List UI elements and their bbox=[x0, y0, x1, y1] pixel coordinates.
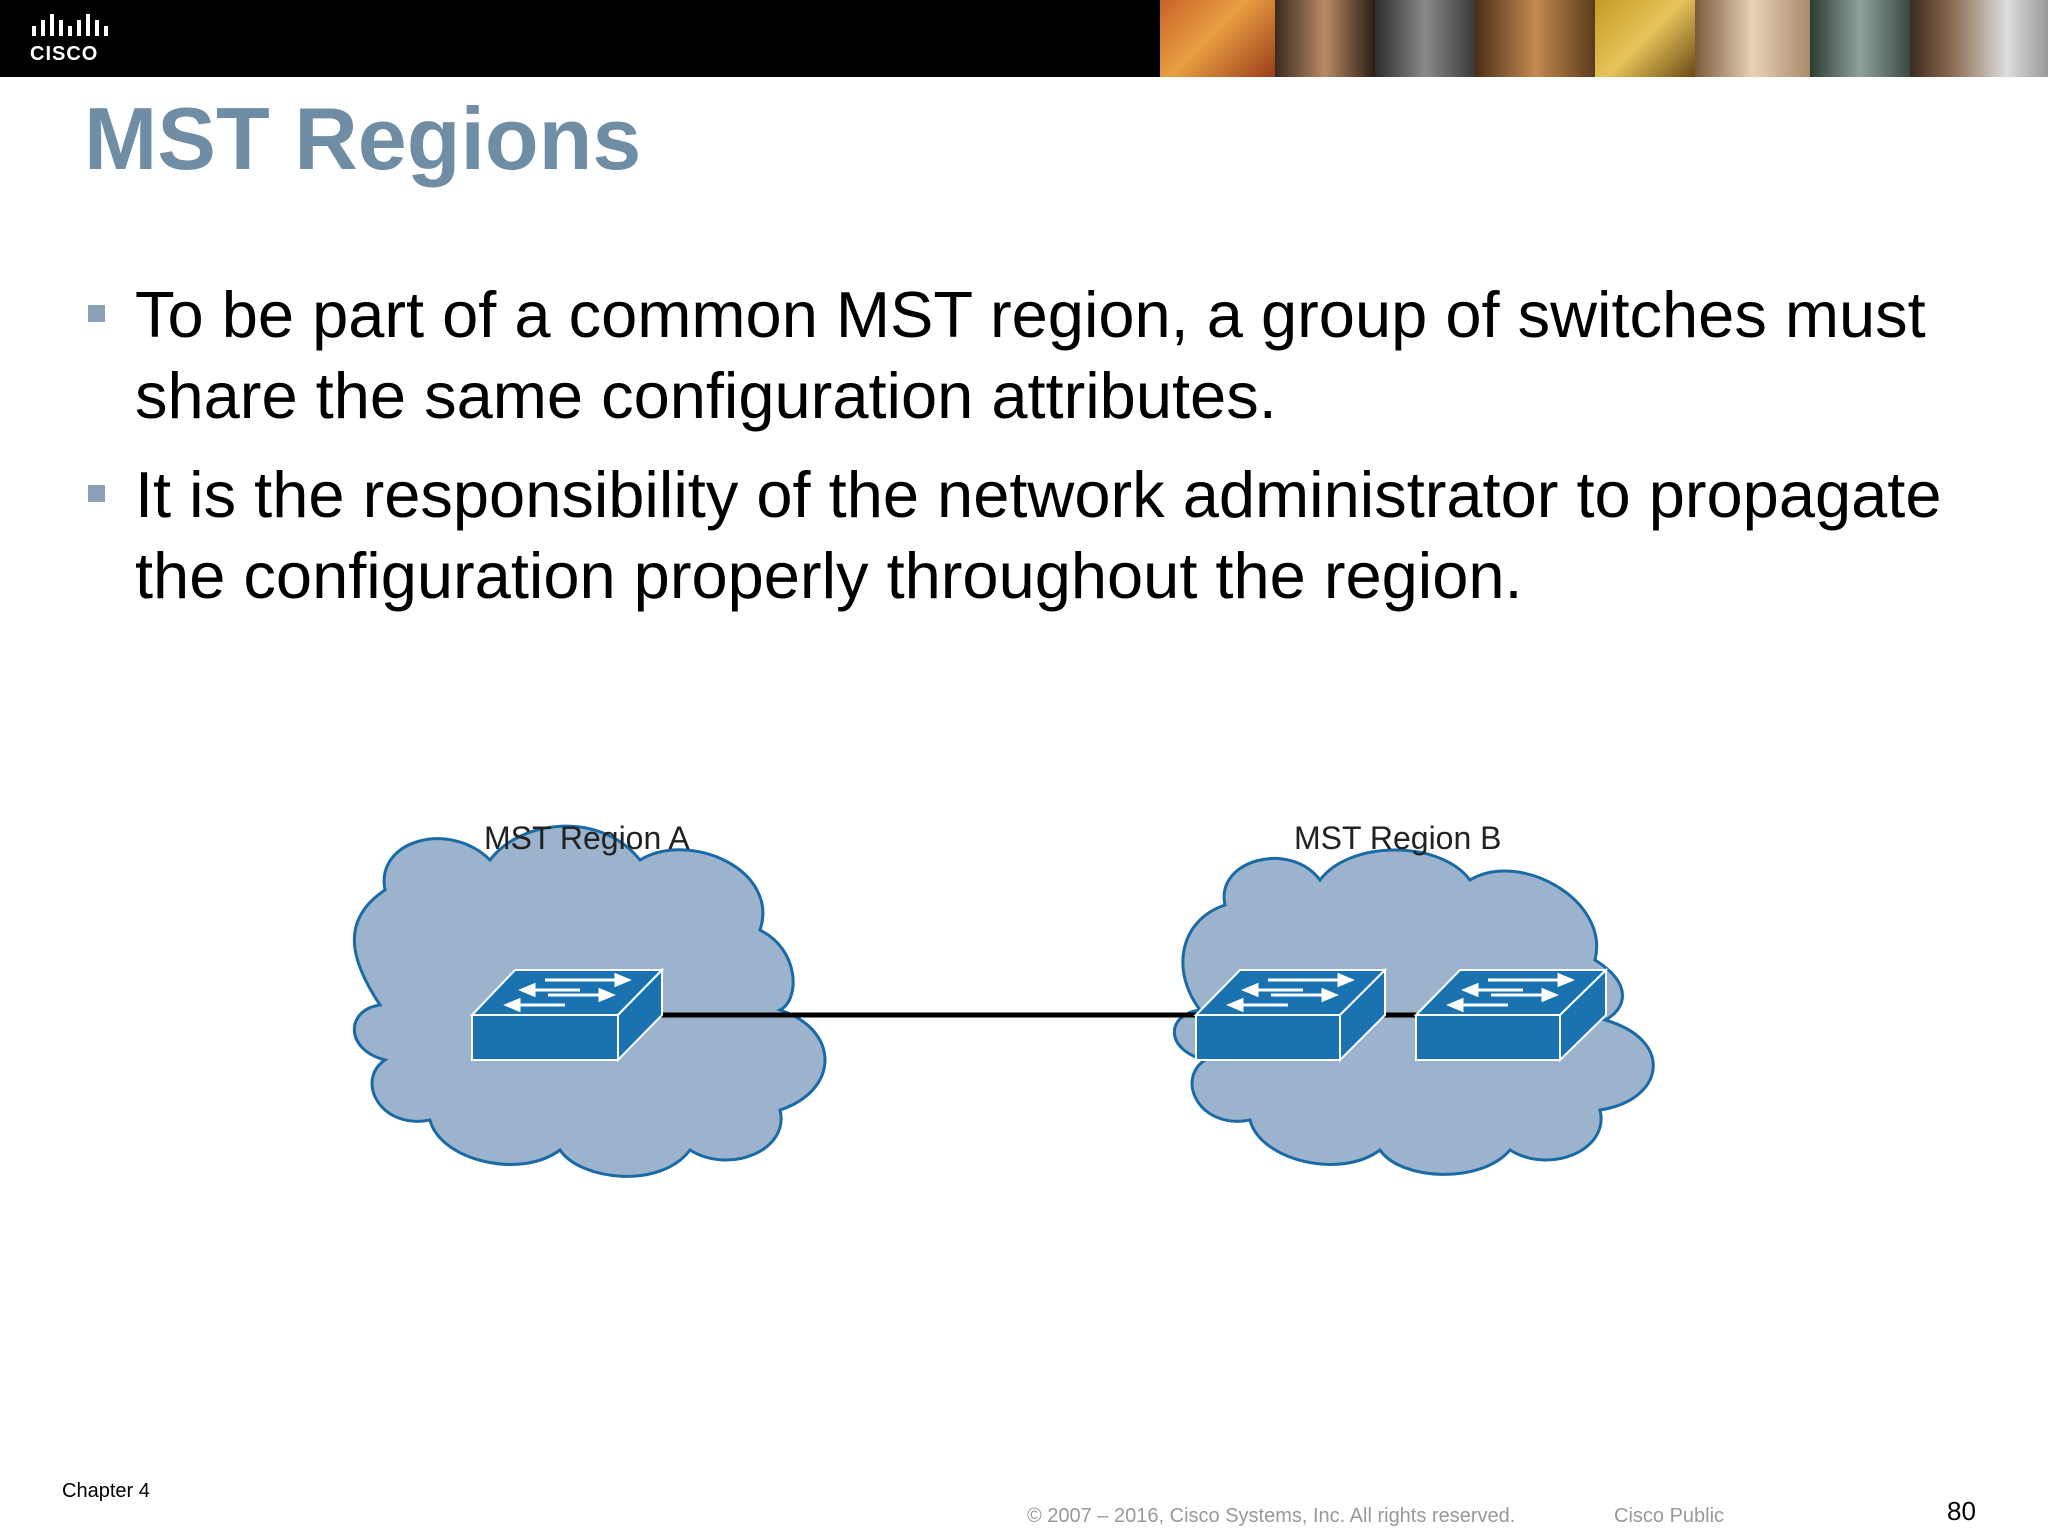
classification-label: Cisco Public bbox=[1614, 1505, 1725, 1527]
region-a-label: MST Region A bbox=[484, 820, 690, 856]
bullet-item: It is the responsibility of the network … bbox=[84, 454, 2024, 616]
cisco-wordmark: CISCO bbox=[30, 43, 99, 65]
bullet-text: It is the responsibility of the network … bbox=[135, 458, 1942, 612]
bullet-list: To be part of a common MST region, a gro… bbox=[84, 274, 2024, 634]
copyright-text: © 2007 – 2016, Cisco Systems, Inc. All r… bbox=[1027, 1505, 1516, 1527]
switch-region-b-2 bbox=[1413, 967, 1609, 1063]
slide-title: MST Regions bbox=[84, 89, 642, 188]
photo-tile bbox=[1910, 0, 2048, 77]
switch-region-b-1 bbox=[1193, 967, 1388, 1063]
photo-strip bbox=[1160, 0, 2048, 77]
photo-tile bbox=[1160, 0, 1275, 77]
bullet-text: To be part of a common MST region, a gro… bbox=[135, 278, 1926, 432]
bullet-square-icon bbox=[88, 485, 105, 502]
photo-tile bbox=[1275, 0, 1375, 77]
bullet-square-icon bbox=[88, 305, 105, 322]
page-number: 80 bbox=[1947, 1496, 1976, 1526]
photo-tile bbox=[1375, 0, 1475, 77]
region-b-label: MST Region B bbox=[1294, 820, 1502, 856]
photo-tile bbox=[1475, 0, 1595, 77]
photo-tile bbox=[1695, 0, 1810, 77]
cisco-logo: CISCO bbox=[30, 12, 120, 67]
switch-region-a bbox=[469, 967, 665, 1063]
photo-tile bbox=[1595, 0, 1695, 77]
bullet-item: To be part of a common MST region, a gro… bbox=[84, 274, 2024, 436]
chapter-label: Chapter 4 bbox=[62, 1480, 150, 1502]
cisco-bars-icon bbox=[32, 14, 108, 36]
header-bar: CISCO bbox=[0, 0, 2048, 77]
region-b-cloud bbox=[1172, 848, 1655, 1176]
photo-tile bbox=[1810, 0, 1910, 77]
